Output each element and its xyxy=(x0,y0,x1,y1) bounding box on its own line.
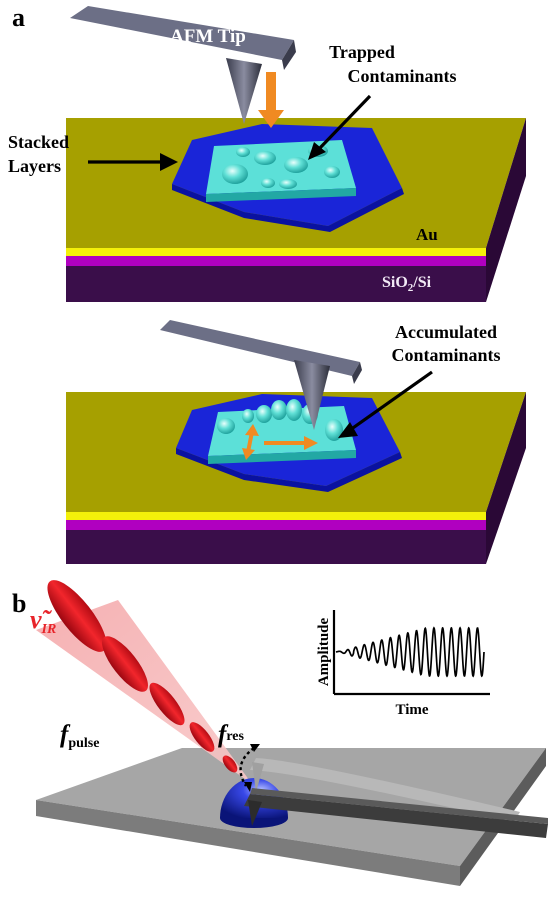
contaminant-bump xyxy=(286,399,302,421)
cantilever-bottom xyxy=(160,320,360,376)
laser-pulse xyxy=(102,636,148,692)
laser-pulse xyxy=(47,580,107,652)
stacked-label-line1: Stacked xyxy=(8,132,69,152)
oscillation-head-bottom xyxy=(244,782,252,792)
resonance-oscillation-arrow xyxy=(239,744,260,792)
au-label: Au xyxy=(416,225,438,244)
trapped-label-line2: Contaminants xyxy=(347,66,456,86)
f-pulse-label: fpulse xyxy=(60,721,99,751)
substrate-label-sub: 2 xyxy=(408,282,414,294)
stacked-arrow-head xyxy=(160,153,178,171)
inset-y-label: Amplitude xyxy=(316,617,332,686)
panel-b: b xyxy=(12,580,548,886)
ir-wavenumber-label: ν̃IR xyxy=(30,605,56,637)
afm-tip-label: AFM Tip xyxy=(170,26,246,47)
contaminant-bump xyxy=(254,151,276,165)
orange-down-arrow xyxy=(258,72,284,128)
down-arrow-head xyxy=(258,110,284,128)
magenta-stripe xyxy=(66,520,486,530)
laser-pulse xyxy=(149,682,185,726)
contaminant-bump xyxy=(284,157,308,173)
amplitude-time-inset: Amplitude Time xyxy=(316,610,490,718)
scan-arrow-up-head xyxy=(245,424,259,436)
inset-x-label: Time xyxy=(395,702,428,718)
contaminant-bump xyxy=(256,405,272,423)
sample-surface-front xyxy=(36,800,460,886)
substrate-top: Au SiO2/Si xyxy=(66,118,526,302)
f-res-label: fres xyxy=(218,721,245,748)
afm-probe-bottom xyxy=(160,320,362,430)
ir-laser-beam xyxy=(36,580,252,784)
contaminant-bump xyxy=(271,400,287,420)
scan-arrow-horizontal-head xyxy=(304,436,318,450)
trapped-arrow-shaft xyxy=(316,94,372,152)
contaminant-bump xyxy=(324,166,340,178)
trapped-arrow-head xyxy=(308,142,326,160)
contaminant-bump xyxy=(217,418,235,434)
contaminant-bump xyxy=(222,164,248,184)
accumulated-label-line1: Accumulated xyxy=(395,322,497,342)
substrate-bottom xyxy=(66,392,526,564)
trapped-label-line1: Trapped xyxy=(329,42,395,62)
substrate-right-side xyxy=(486,392,526,564)
gold-edge-stripe xyxy=(66,248,486,256)
flake-side xyxy=(176,448,402,492)
ir-wavenumber-sub: IR xyxy=(41,622,57,637)
top-layer-side xyxy=(206,188,356,202)
cantilever-lower xyxy=(244,788,548,838)
contaminant-bump xyxy=(236,147,250,157)
substrate-right-side xyxy=(486,118,526,302)
ghost-cantilever xyxy=(250,758,520,822)
cantilever-dark xyxy=(244,794,548,838)
panel-a: a Au SiO2/S xyxy=(8,3,526,564)
trapped-contaminant-bumps xyxy=(222,145,340,189)
silicon-side xyxy=(66,266,486,302)
trapped-pointer-arrow xyxy=(308,94,372,160)
cantilever-upper-ghost xyxy=(250,758,520,822)
oscillation-head-top xyxy=(250,744,260,752)
down-arrow-shaft xyxy=(266,72,276,112)
f-res-symbol: f xyxy=(218,721,229,748)
cantilever-bottom-edge xyxy=(352,362,362,384)
cantilever-top xyxy=(70,6,294,60)
panel-a-label: a xyxy=(12,3,25,32)
inset-oscillation-trace xyxy=(335,626,485,678)
substrate-label-main: SiO xyxy=(382,274,408,291)
accumulated-pointer-arrow xyxy=(338,370,433,438)
f-pulse-symbol: f xyxy=(60,721,71,748)
orange-scan-arrows xyxy=(242,424,318,460)
ghost-tip xyxy=(252,762,264,792)
scan-arrow-down-head xyxy=(242,448,255,460)
magenta-stripe xyxy=(66,256,486,266)
contaminant-bump xyxy=(242,409,254,423)
accumulated-arrow-shaft xyxy=(349,370,433,432)
afm-tip-pyramid-bottom xyxy=(294,360,330,430)
flake-side xyxy=(172,184,404,232)
afm-tip-pyramid-top xyxy=(226,58,262,124)
f-res-sub: res xyxy=(226,729,244,744)
accumulated-label-line2: Contaminants xyxy=(391,345,500,365)
stacked-pointer-arrow xyxy=(88,153,178,171)
accumulated-arrow-head xyxy=(338,422,358,438)
afm-probe-top: AFM Tip xyxy=(70,6,296,124)
top-layer-side xyxy=(208,450,356,464)
panel-b-label: b xyxy=(12,589,26,618)
laser-pulse xyxy=(189,722,215,752)
contaminant-bump xyxy=(325,419,343,441)
contaminant-bump xyxy=(261,178,275,188)
cantilever-top-edge xyxy=(282,40,296,70)
cantilever-dark-top xyxy=(250,788,548,824)
gold-edge-stripe xyxy=(66,512,486,520)
f-pulse-sub: pulse xyxy=(68,736,99,751)
stacked-label-line2: Layers xyxy=(8,156,61,176)
silicon-side xyxy=(66,530,486,564)
substrate-label: SiO2/Si xyxy=(382,274,432,294)
substrate-label-post: /Si xyxy=(412,274,431,291)
laser-pulse xyxy=(222,755,238,773)
contaminant-bump xyxy=(279,179,297,189)
afm-tip-dark xyxy=(248,800,262,826)
